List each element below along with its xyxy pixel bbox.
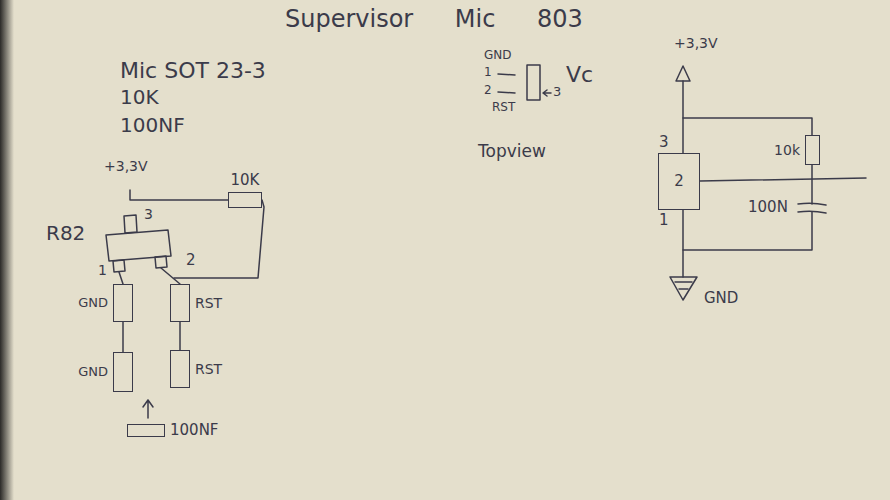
solder-pad: GND	[113, 284, 133, 322]
solder-pad: RST	[170, 284, 190, 322]
pointer-arrow	[143, 400, 153, 418]
sketch-title: Supervisor Mic 803	[285, 6, 583, 34]
solder-pad: GND	[113, 352, 133, 392]
wire-line	[179, 322, 181, 350]
part-reference: R82	[46, 222, 85, 245]
node-label: 100NF	[170, 422, 218, 439]
node-label: 2	[674, 173, 684, 190]
pin-number: 1	[659, 212, 669, 229]
part-note: Mic SOT 23-3	[120, 58, 266, 83]
ground-symbol	[670, 277, 697, 300]
ground-wire	[682, 210, 684, 277]
capacitor-pad: 100NF	[127, 424, 165, 437]
node-label: GND	[78, 296, 108, 311]
pin-number: 1	[98, 262, 107, 278]
node-label: 10K	[231, 172, 260, 189]
node-label: RST	[195, 295, 222, 311]
resistor-symbol: 10K	[228, 192, 262, 208]
pin-name: GND	[484, 49, 512, 63]
part-note: 100NF	[120, 114, 185, 137]
supply-wire	[682, 81, 684, 153]
chip-topview	[527, 65, 540, 100]
reset-output-wire	[700, 178, 866, 181]
ground-hatch	[675, 282, 692, 289]
pin-pointer	[543, 90, 551, 96]
paper-edge-shadow	[0, 0, 14, 500]
reset-wire	[811, 165, 813, 204]
supply-wire	[683, 118, 812, 135]
ground-label: GND	[704, 290, 738, 307]
reset-pullup-wire	[174, 200, 264, 278]
wire-connector	[180, 322, 181, 350]
resistor-symbol: 10k	[805, 135, 820, 165]
ground-wire	[683, 212, 812, 250]
pin-name: Vc	[566, 62, 593, 87]
solder-pad: RST	[170, 350, 190, 388]
pin-name: RST	[492, 101, 515, 115]
ic-box: 2	[658, 153, 700, 210]
view-note: Topview	[478, 142, 546, 162]
node-label: 10k	[774, 142, 800, 158]
part-note: 10K	[120, 86, 159, 109]
pin-number: 3	[144, 206, 153, 222]
package-pin	[113, 260, 125, 272]
supply-wire	[130, 190, 228, 200]
pin-number: 3	[553, 85, 561, 100]
node-label: GND	[78, 365, 108, 380]
pin-number: 2	[186, 252, 196, 269]
package-tab	[124, 215, 137, 233]
wire-connector	[123, 322, 124, 352]
pin-number: 3	[659, 134, 669, 151]
pin-number: 1	[484, 66, 492, 80]
pin-dash	[498, 74, 515, 93]
pin-wire	[119, 272, 123, 284]
pin-number: 2	[484, 84, 492, 98]
wire-line	[122, 322, 124, 352]
package-pin	[155, 256, 167, 268]
node-label: RST	[195, 361, 222, 377]
pin-wire	[161, 268, 180, 284]
supply-arrow	[676, 66, 690, 81]
supply-label: +3,3V	[674, 35, 718, 51]
capacitor-value: 100N	[748, 199, 788, 216]
supply-label: +3,3V	[104, 158, 148, 174]
